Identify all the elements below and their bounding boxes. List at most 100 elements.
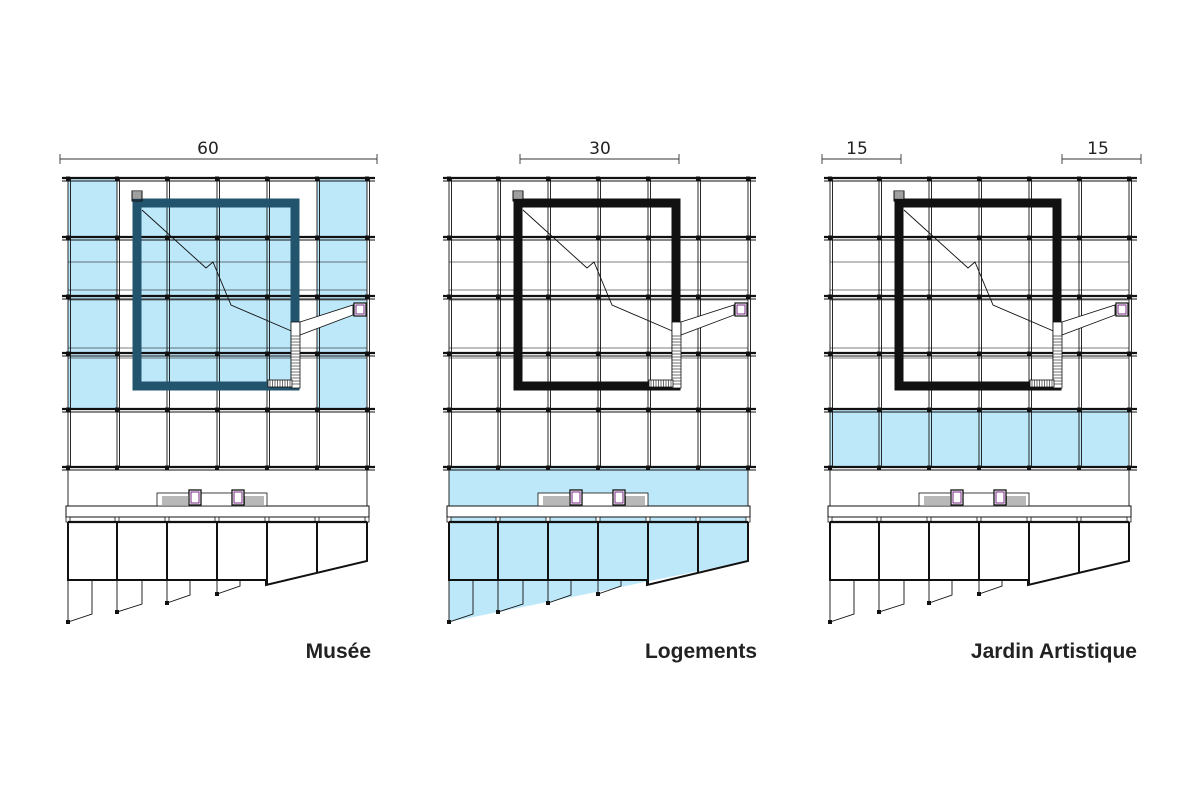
column-node xyxy=(315,465,319,470)
support xyxy=(216,580,241,595)
column-node xyxy=(1077,465,1081,470)
caption-logements: Logements xyxy=(645,640,757,663)
elevator-inner xyxy=(571,491,581,504)
support xyxy=(878,580,905,613)
lobby-block xyxy=(537,492,649,507)
panel-jardin-artistique: 15 15 Jardin Artistique xyxy=(821,139,1142,663)
column-node xyxy=(265,465,269,470)
highlight-zone xyxy=(317,178,367,409)
column-node xyxy=(165,465,169,470)
stair-column xyxy=(290,321,301,389)
highlight-zone xyxy=(830,409,1129,467)
dimension-label: 30 xyxy=(589,139,611,159)
caption-jardin-artistique: Jardin Artistique xyxy=(971,640,1137,663)
elevator xyxy=(950,489,964,506)
column-node xyxy=(927,465,931,470)
elevator xyxy=(612,489,626,506)
support-node xyxy=(828,620,832,624)
column-node xyxy=(496,465,500,470)
dimension-30: 30 xyxy=(519,139,680,164)
elevator-inner xyxy=(614,491,624,504)
elevator-inner xyxy=(1117,304,1127,315)
bridge xyxy=(299,304,354,336)
dimension-60: 60 xyxy=(59,139,378,164)
support-node xyxy=(546,601,550,605)
column-node xyxy=(215,465,219,470)
panel-logements: 30 Logements xyxy=(443,139,757,663)
lobby-block xyxy=(918,492,1030,507)
elevator-inner xyxy=(995,491,1005,504)
dimension-label: 15 xyxy=(1087,139,1109,159)
support-node xyxy=(927,601,931,605)
elevator-right xyxy=(734,302,748,317)
jardin-highlight xyxy=(830,409,1129,467)
highlight-zone xyxy=(68,178,117,409)
dimension-label: 15 xyxy=(846,139,868,159)
elevator-inner xyxy=(355,304,365,315)
core-walls xyxy=(132,198,300,391)
support xyxy=(497,580,524,613)
bridge xyxy=(680,304,735,336)
support xyxy=(978,580,1003,595)
ramp-line xyxy=(141,209,297,334)
elevator xyxy=(569,489,583,506)
column-node xyxy=(696,465,700,470)
dimension-label: 60 xyxy=(197,139,219,159)
column-node xyxy=(877,465,881,470)
column-node xyxy=(646,465,650,470)
elevator-inner xyxy=(952,491,962,504)
stair-column xyxy=(671,321,682,389)
support-node xyxy=(877,610,881,614)
musee-highlight xyxy=(68,178,367,409)
caption-musee: Musée xyxy=(306,640,371,663)
ramp-line xyxy=(903,209,1059,334)
bridge xyxy=(1061,304,1116,336)
column-node xyxy=(1027,465,1031,470)
floor-plan xyxy=(62,176,375,624)
support xyxy=(166,580,191,604)
floor-plan xyxy=(824,176,1137,624)
support-node xyxy=(115,610,119,614)
elevator xyxy=(993,489,1007,506)
elevator-inner xyxy=(190,491,200,504)
core-walls xyxy=(894,198,1062,391)
panel-musee: 60 Musée xyxy=(59,139,378,663)
elevator-right xyxy=(353,302,367,317)
dimension-15-right: 15 xyxy=(1061,139,1142,164)
column-node xyxy=(977,465,981,470)
support xyxy=(597,580,622,595)
floor-plan xyxy=(443,176,756,624)
slab xyxy=(446,505,751,518)
slab xyxy=(65,505,370,518)
support-node xyxy=(496,610,500,614)
elevator xyxy=(188,489,202,506)
elevator xyxy=(231,489,245,506)
stair-icon xyxy=(131,190,143,202)
support xyxy=(829,580,855,623)
ramp-line xyxy=(522,209,678,334)
support-node xyxy=(977,592,981,596)
column-node xyxy=(546,465,550,470)
stair-icon xyxy=(512,190,524,202)
lobby-block xyxy=(156,492,268,507)
support xyxy=(116,580,143,613)
support-node xyxy=(596,592,600,596)
dimension-15-left: 15 xyxy=(821,139,902,164)
support-node xyxy=(447,620,451,624)
support xyxy=(448,580,474,623)
stair-icon xyxy=(893,190,905,202)
core-walls xyxy=(513,198,681,391)
slab xyxy=(827,505,1132,518)
support xyxy=(928,580,953,604)
support-node xyxy=(165,601,169,605)
elevator-inner xyxy=(736,304,746,315)
column-node xyxy=(115,465,119,470)
elevator-right xyxy=(1115,302,1129,317)
column-node xyxy=(596,465,600,470)
support-node xyxy=(215,592,219,596)
elevator-inner xyxy=(233,491,243,504)
stair-column xyxy=(1052,321,1063,389)
support xyxy=(67,580,93,623)
support-node xyxy=(66,620,70,624)
